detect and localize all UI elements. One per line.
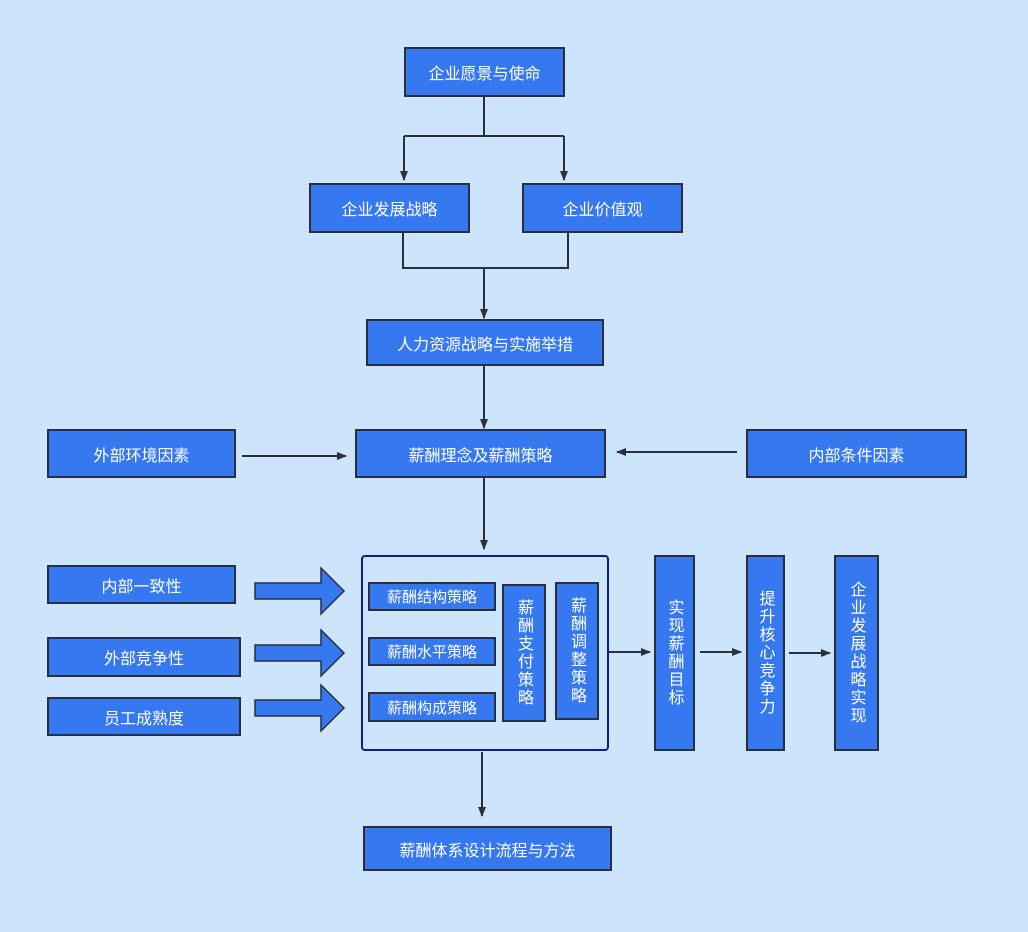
composition-strategy-label: 薪酬构成策略 (386, 698, 477, 717)
employee-maturity-label: 员工成熟度 (103, 708, 184, 728)
block-arrow-external-compete (254, 628, 346, 678)
level-strategy-label: 薪酬水平策略 (386, 643, 477, 661)
internal-cond-box: 内部条件因素 (746, 429, 967, 478)
block-arrow-internal-consistency (254, 566, 346, 616)
connector-vision-split (404, 96, 564, 137)
connector-merge (402, 232, 569, 269)
internal-consistency-box: 内部一致性 (47, 565, 236, 604)
external-compete-box: 外部竞争性 (47, 637, 241, 677)
block-arrow-employee-maturity (254, 683, 346, 733)
values-label: 企业价值观 (562, 200, 643, 219)
adjust-strategy-box: 薪酬调整策略 (555, 582, 599, 720)
design-process-label: 薪酬体系设计流程与方法 (399, 840, 576, 860)
dev-strategy-label: 企业发展战略 (341, 200, 438, 219)
adjust-strategy-label: 薪酬调整策略 (568, 597, 587, 705)
internal-consistency-label: 内部一致性 (101, 576, 182, 596)
payment-strategy-label: 薪酬支付策略 (515, 599, 534, 707)
pay-concept-label: 薪酬理念及薪酬策略 (408, 445, 553, 465)
payment-strategy-box: 薪酬支付策略 (502, 584, 546, 722)
hr-strategy-box: 人力资源战略与实施举措 (366, 319, 604, 366)
achieve-goal-label: 实现薪酬目标 (665, 599, 685, 707)
design-process-box: 薪酬体系设计流程与方法 (363, 826, 612, 871)
external-compete-label: 外部竞争性 (103, 649, 184, 668)
structure-strategy-box: 薪酬结构策略 (368, 582, 496, 611)
vision-label: 企业愿景与使命 (428, 64, 541, 83)
level-strategy-box: 薪酬水平策略 (368, 637, 496, 666)
internal-cond-label: 内部条件因素 (808, 445, 905, 465)
core-competence-label: 提升核心竞争力 (756, 590, 776, 716)
strategy-group (361, 555, 609, 751)
pay-concept-box: 薪酬理念及薪酬策略 (355, 429, 606, 478)
employee-maturity-box: 员工成熟度 (47, 697, 241, 736)
achieve-goal-box: 实现薪酬目标 (654, 555, 695, 751)
composition-strategy-box: 薪酬构成策略 (368, 692, 496, 722)
dev-strategy-box: 企业发展战略 (309, 183, 470, 233)
hr-strategy-label: 人力资源战略与实施举措 (396, 334, 573, 354)
strategy-realize-label: 企业发展战略实现 (847, 581, 867, 725)
external-env-box: 外部环境因素 (47, 429, 236, 478)
external-env-label: 外部环境因素 (93, 445, 190, 465)
strategy-realize-box: 企业发展战略实现 (834, 555, 879, 751)
core-competence-box: 提升核心竞争力 (746, 555, 785, 751)
structure-strategy-label: 薪酬结构策略 (386, 588, 477, 606)
values-box: 企业价值观 (522, 183, 683, 233)
vision-box: 企业愿景与使命 (404, 47, 565, 97)
